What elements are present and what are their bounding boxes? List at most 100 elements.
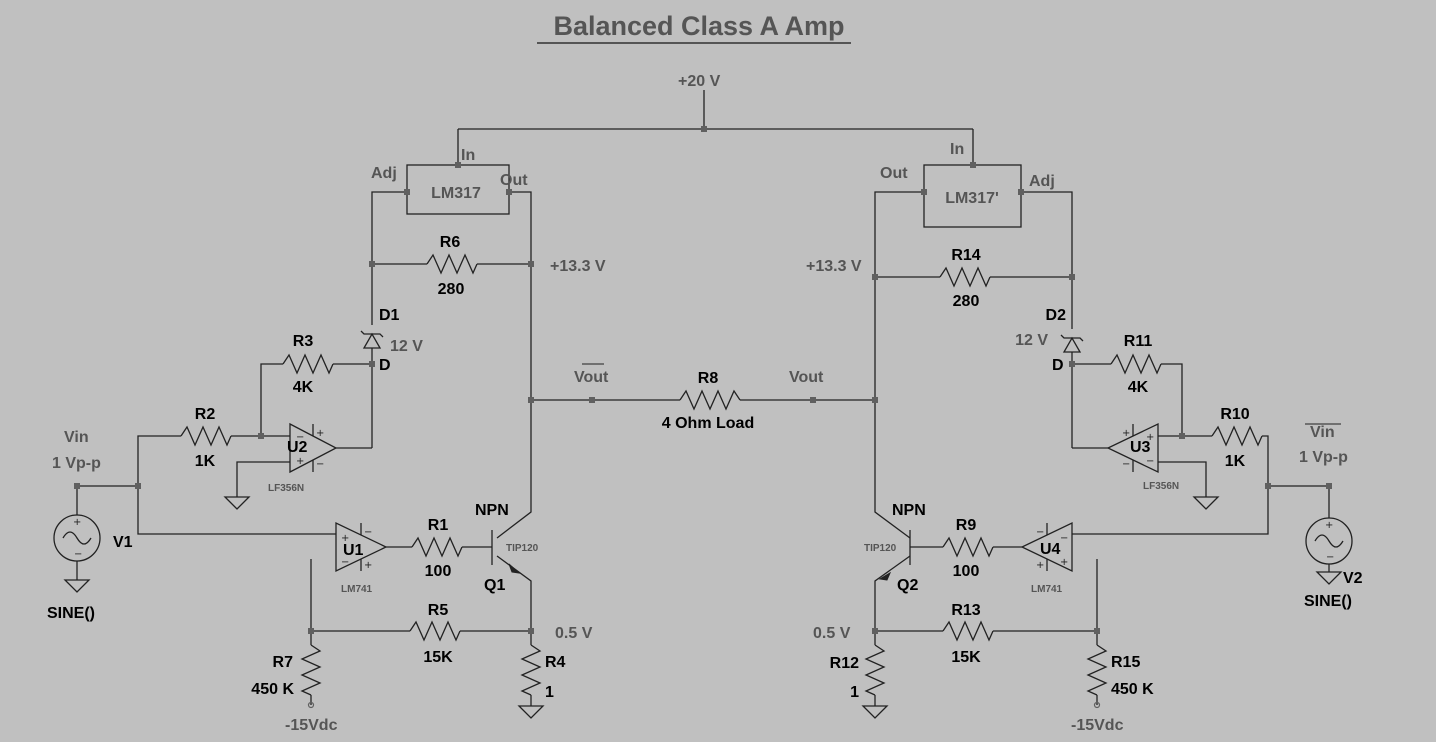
transistor-q2: NPN TIP120 Q2 [864, 502, 926, 594]
svg-text:U1: U1 [343, 542, 364, 559]
svg-text:−: − [1122, 459, 1130, 470]
svg-text:Q1: Q1 [484, 577, 505, 594]
svg-text:R5: R5 [428, 602, 449, 619]
svg-text:Vin: Vin [1310, 424, 1335, 441]
net-0v5-left: 0.5 V [555, 625, 593, 642]
svg-text:R3: R3 [293, 333, 314, 350]
svg-text:−: − [1036, 527, 1044, 538]
svg-text:R4: R4 [545, 654, 566, 671]
svg-text:−: − [1146, 456, 1154, 467]
svg-text:−: − [1060, 533, 1068, 544]
supply-minus15-left: -15Vdc [285, 717, 338, 734]
regulator-left-in: In [461, 147, 475, 164]
svg-text:12 V: 12 V [390, 338, 423, 355]
svg-text:100: 100 [953, 563, 980, 580]
net-d-right: D [1052, 357, 1064, 374]
sine-source-v2: + − V2 SINE() Vin 1 Vp-p [1299, 423, 1363, 610]
svg-text:V2: V2 [1343, 570, 1363, 587]
svg-text:−: − [364, 527, 372, 538]
zener-diode-d2: D2 12 V [1015, 307, 1084, 353]
svg-text:450 K: 450 K [251, 681, 294, 698]
svg-text:TIP120: TIP120 [864, 543, 897, 554]
svg-text:LF356N: LF356N [268, 483, 304, 494]
net-d-left: D [379, 357, 391, 374]
svg-text:+: + [316, 428, 324, 439]
transistor-q1: NPN TIP120 Q1 [475, 502, 539, 594]
svg-text:4K: 4K [293, 379, 314, 396]
resistor-r2: R2 1K [180, 406, 232, 470]
regulator-right-in: In [950, 141, 964, 158]
supply-minus15-right: -15Vdc [1071, 717, 1124, 734]
svg-text:+: + [1036, 560, 1044, 571]
svg-text:SINE(): SINE() [47, 605, 95, 622]
svg-text:R12: R12 [830, 655, 859, 672]
resistor-r13: R13 15K [942, 602, 994, 666]
net-13v3-left: +13.3 V [550, 258, 606, 275]
resistor-r1: R1 100 [411, 517, 463, 580]
svg-text:+: + [1060, 557, 1068, 568]
svg-text:R10: R10 [1220, 406, 1249, 423]
resistor-r14: R14 280 [939, 247, 991, 310]
net-labels: +20 V +13.3 V +13.3 V D D Vout Vout 0.5 … [285, 73, 1124, 734]
svg-text:15K: 15K [951, 649, 981, 666]
regulator-left-name: LM317 [431, 185, 481, 202]
regulator-right-name: LM317' [945, 190, 999, 207]
svg-text:R9: R9 [956, 517, 977, 534]
svg-text:R14: R14 [951, 247, 980, 264]
svg-text:15K: 15K [423, 649, 453, 666]
svg-text:Q2: Q2 [897, 577, 918, 594]
svg-text:1: 1 [850, 684, 859, 701]
svg-text:280: 280 [438, 281, 465, 298]
regulator-left-out: Out [500, 172, 528, 189]
regulator-right-out: Out [880, 165, 908, 182]
svg-text:Vin: Vin [64, 429, 89, 446]
svg-text:450 K: 450 K [1111, 681, 1154, 698]
svg-text:LM741: LM741 [341, 584, 373, 595]
svg-text:100: 100 [425, 563, 452, 580]
resistor-r5: R5 15K [409, 602, 461, 666]
opamp-u4: − + − + U4 LM741 [1020, 521, 1073, 595]
opamp-u1: + − − + U1 LM741 [335, 521, 388, 595]
net-vout: Vout [789, 369, 824, 386]
svg-text:−: − [316, 459, 324, 470]
svg-text:+: + [341, 533, 349, 544]
svg-text:−: − [1326, 552, 1334, 563]
opamp-u3: + − + − U3 LF356N [1106, 422, 1179, 492]
svg-text:SINE(): SINE() [1304, 593, 1352, 610]
svg-text:NPN: NPN [475, 502, 509, 519]
svg-text:−: − [74, 549, 82, 560]
net-0v5-right: 0.5 V [813, 625, 851, 642]
regulator-right-adj: Adj [1029, 173, 1055, 190]
svg-text:U3: U3 [1130, 439, 1151, 456]
svg-text:LM741: LM741 [1031, 584, 1063, 595]
resistor-r15: R15 450 K [1086, 644, 1154, 698]
svg-text:R11: R11 [1124, 333, 1153, 350]
svg-text:+: + [73, 517, 81, 528]
svg-text:−: − [296, 432, 304, 443]
svg-text:R8: R8 [698, 370, 719, 387]
svg-text:R15: R15 [1111, 654, 1140, 671]
opamp-u2: − + + − U2 LF356N [268, 422, 338, 494]
resistor-r10: R10 1K [1211, 406, 1263, 470]
svg-text:4K: 4K [1128, 379, 1149, 396]
sine-source-v1: + − V1 SINE() Vin 1 Vp-p [47, 429, 133, 622]
svg-text:1K: 1K [1225, 453, 1246, 470]
svg-text:12 V: 12 V [1015, 332, 1048, 349]
svg-text:R1: R1 [428, 517, 449, 534]
svg-text:NPN: NPN [892, 502, 926, 519]
svg-text:V1: V1 [113, 534, 133, 551]
svg-text:D1: D1 [379, 307, 400, 324]
resistor-r8-load: R8 4 Ohm Load [662, 370, 754, 432]
svg-text:+: + [1325, 520, 1333, 531]
svg-text:R6: R6 [440, 234, 461, 251]
resistor-r11: R11 4K [1110, 333, 1162, 396]
net-13v3-right: +13.3 V [806, 258, 862, 275]
svg-text:R2: R2 [195, 406, 216, 423]
svg-text:+: + [1122, 428, 1130, 439]
wires [76, 90, 1330, 706]
resistor-r7: R7 450 K [251, 644, 322, 698]
svg-text:+: + [1146, 432, 1154, 443]
svg-text:280: 280 [953, 293, 980, 310]
svg-text:4 Ohm Load: 4 Ohm Load [662, 415, 754, 432]
svg-text:LF356N: LF356N [1143, 481, 1179, 492]
